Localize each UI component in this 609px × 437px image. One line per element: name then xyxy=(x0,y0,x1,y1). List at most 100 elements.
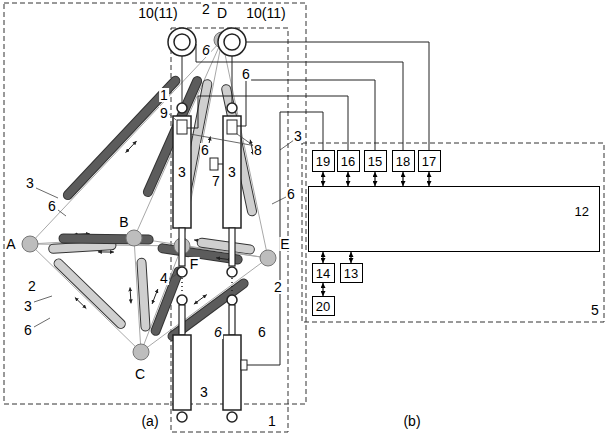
callout-number: 10(11) xyxy=(245,6,286,20)
dotted-link xyxy=(181,278,183,294)
callout-number: 3 xyxy=(177,165,187,179)
callout-number: 1 xyxy=(267,414,277,428)
control-frame xyxy=(302,143,604,322)
double-arrow xyxy=(347,172,348,186)
joint-eye xyxy=(177,412,187,422)
callout-number: 7 xyxy=(211,174,221,188)
double-arrow xyxy=(322,172,323,186)
strut-outline xyxy=(156,271,179,330)
callout-number: 6 xyxy=(241,67,251,81)
motion-arrow xyxy=(75,297,86,308)
vertex-letter: D xyxy=(216,6,228,20)
strut-cylinder xyxy=(173,284,244,337)
strut-outline xyxy=(59,263,121,323)
callout-number: 6 xyxy=(257,325,267,339)
callout-number: 8 xyxy=(253,143,263,157)
motor-inner xyxy=(174,34,190,50)
signal-wire xyxy=(187,96,348,150)
strut-cylinder xyxy=(59,263,121,323)
frame-edge xyxy=(141,258,268,352)
block-box: 19 xyxy=(312,150,335,172)
callout-number: 5 xyxy=(590,303,600,317)
block-box: 18 xyxy=(392,150,415,172)
callout-number: 4 xyxy=(159,271,169,285)
strut-outline xyxy=(53,245,111,248)
block-box: 16 xyxy=(337,150,360,172)
block-box: 17 xyxy=(418,150,441,172)
signal-wire xyxy=(196,44,403,150)
block-box: 20 xyxy=(312,296,335,316)
joint-eye xyxy=(227,295,237,305)
joint-eye xyxy=(177,267,187,277)
sensor-block xyxy=(227,120,237,134)
box-label: 16 xyxy=(341,155,355,168)
panel-frame xyxy=(4,3,306,404)
callout-number: 10(11) xyxy=(137,6,178,20)
callout-number: 3 xyxy=(23,299,33,313)
strut-outline xyxy=(202,243,250,250)
cylinder-body xyxy=(173,335,191,410)
strut-outline xyxy=(142,263,146,327)
callout-number: 2 xyxy=(201,2,211,16)
strut-cylinder xyxy=(53,245,111,248)
callout-number: 1 xyxy=(159,88,169,102)
block-box: 14 xyxy=(312,263,335,283)
leader-line xyxy=(36,188,58,198)
joint-node xyxy=(260,250,276,266)
frame-edge xyxy=(30,244,141,352)
leader-line xyxy=(34,318,50,327)
callout-number: 3 xyxy=(227,165,237,179)
callout-number: 6 xyxy=(23,323,33,337)
joint-eye xyxy=(227,267,237,277)
motor-outer xyxy=(218,28,246,56)
strut-cylinder xyxy=(202,243,250,250)
leader-line xyxy=(272,197,286,204)
motor-outer xyxy=(168,28,196,56)
box-label: 17 xyxy=(422,155,436,168)
callout-number: 2 xyxy=(27,279,37,293)
block-box: 13 xyxy=(340,263,363,283)
joint-eye xyxy=(227,412,237,422)
callout-number: 6 xyxy=(286,187,296,201)
valve-link xyxy=(218,164,223,165)
callout-number: 9 xyxy=(159,106,169,120)
panel-label: (a) xyxy=(140,414,159,428)
valve-block xyxy=(210,158,218,170)
panel-label: (b) xyxy=(402,414,421,428)
callout-number: 2 xyxy=(273,280,283,294)
signal-wire xyxy=(237,80,375,150)
vertex-letter: C xyxy=(134,367,146,381)
motion-arrow xyxy=(126,141,137,153)
frame-edge xyxy=(30,40,222,244)
piston-rod xyxy=(179,228,185,266)
double-arrow xyxy=(428,172,429,186)
callout-number: 6 xyxy=(213,325,223,339)
joint-node xyxy=(133,344,149,360)
strut-cylinder xyxy=(142,263,146,327)
box-label: 19 xyxy=(316,155,330,168)
motion-arrow xyxy=(152,289,158,304)
motor-inner xyxy=(224,34,240,50)
vertex-letter: F xyxy=(189,257,200,271)
callout-number: 6 xyxy=(201,43,211,57)
leader-line xyxy=(34,296,52,302)
callout-number: 3 xyxy=(25,176,35,190)
piston-rod xyxy=(229,305,235,335)
dotted-link xyxy=(231,278,233,294)
sensor-block xyxy=(241,360,247,370)
motion-arrow xyxy=(130,287,132,303)
box-label: 18 xyxy=(396,155,410,168)
block-box: 12 xyxy=(308,186,600,252)
callout-number: 6 xyxy=(47,199,57,213)
block-box: 15 xyxy=(364,150,387,172)
cylinder-body xyxy=(223,335,241,410)
callout-number: 3 xyxy=(293,129,303,143)
joint-eye xyxy=(177,103,187,113)
shaft-line xyxy=(182,56,183,103)
double-arrow xyxy=(322,252,323,263)
motion-arrow xyxy=(194,295,207,305)
double-arrow xyxy=(374,172,375,186)
leader-line xyxy=(280,140,294,150)
box-label: 15 xyxy=(368,155,382,168)
motion-arrow xyxy=(98,251,114,252)
